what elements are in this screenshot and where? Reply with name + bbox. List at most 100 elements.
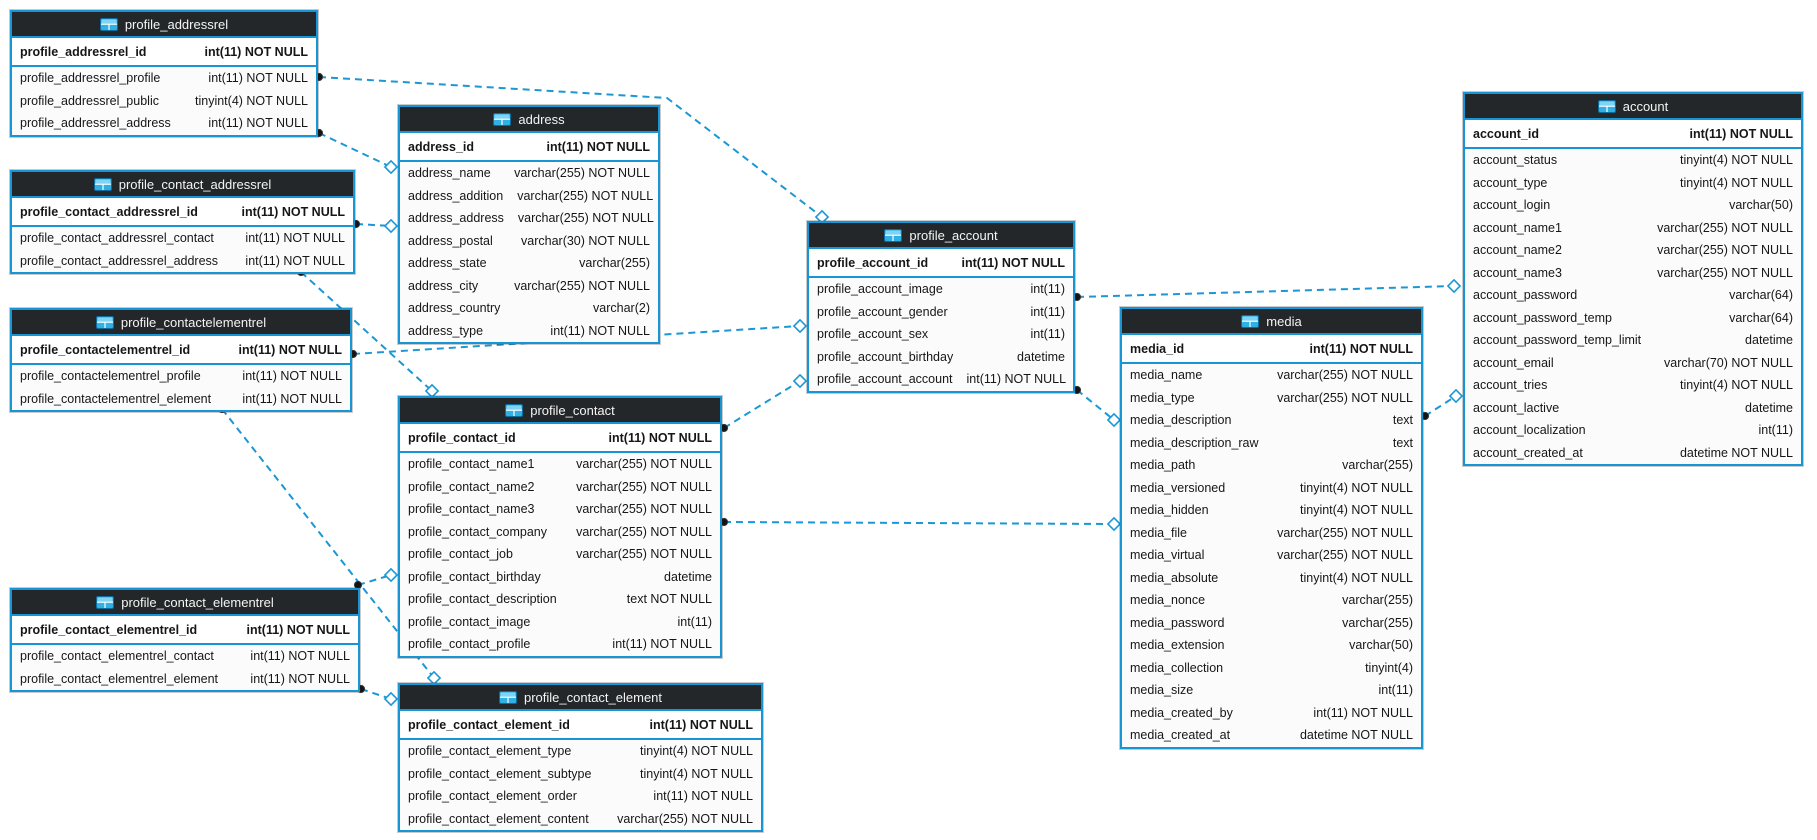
column-type: varchar(64) (1729, 310, 1793, 325)
relationship-line[interactable] (1076, 389, 1115, 421)
table-icon (95, 315, 114, 329)
relationship-endpoint-diamond (426, 670, 442, 686)
column-name: profile_contact_element_type (408, 744, 572, 759)
relationship-profile_addressrel-to-address[interactable] (314, 128, 399, 175)
relationship-line[interactable] (352, 325, 801, 355)
table-header-media[interactable]: media (1122, 309, 1421, 335)
table-header-address[interactable]: address (400, 107, 658, 133)
column-name: address_state (408, 256, 487, 271)
relationship-profile_account-to-account[interactable] (1072, 278, 1462, 302)
column-name: account_id (1473, 126, 1539, 141)
column-name: profile_contact_name2 (408, 479, 535, 494)
column-name: profile_addressrel_public (20, 93, 159, 108)
relationship-profile_contact-to-media[interactable] (719, 516, 1122, 532)
relationship-line[interactable] (318, 76, 823, 218)
table-header-profile_addressrel[interactable]: profile_addressrel (12, 12, 316, 38)
relationship-line[interactable] (318, 132, 392, 168)
column-name: media_nonce (1130, 593, 1206, 608)
column-row: profile_contact_element_type tinyint(4) N… (400, 740, 761, 763)
column-type: int(11) NOT NULL (966, 372, 1067, 387)
column-type: varchar(255) NOT NULL (1657, 265, 1793, 280)
column-type: datetime (1017, 349, 1065, 364)
column-type: tinyint(4) NOT NULL (640, 744, 753, 759)
relationship-profile_contact_elementrel-to-profile_contact_element[interactable] (356, 684, 399, 707)
column-name: account_name1 (1473, 220, 1562, 235)
column-name: profile_account_account (817, 372, 953, 387)
column-name: address_name (408, 166, 491, 181)
column-type: int(11) NOT NULL (250, 649, 350, 664)
column-name: profile_contact_company (408, 524, 547, 539)
relationship-line[interactable] (1424, 395, 1457, 417)
table-title: profile_account (909, 227, 998, 243)
column-type: varchar(255) NOT NULL (617, 811, 753, 826)
column-name: profile_contact_addressrel_id (20, 204, 198, 219)
relationship-profile_account-to-media[interactable] (1072, 385, 1122, 428)
table-profile_contact_elementrel[interactable]: profile_contact_elementrel profile_contac… (10, 588, 360, 692)
column-type: int(11) NOT NULL (1313, 705, 1413, 720)
column-name: profile_contact_id (408, 430, 516, 445)
column-type: int(11) NOT NULL (208, 71, 308, 86)
table-header-profile_contact[interactable]: profile_contact (400, 398, 720, 424)
relationship-endpoint-diamond (424, 383, 440, 399)
relationship-profile_contact_elementrel-to-profile_contact[interactable] (353, 567, 399, 590)
relationship-line[interactable] (1076, 285, 1455, 298)
relationship-line[interactable] (300, 271, 433, 392)
relationship-profile_contact-to-profile_account[interactable] (719, 373, 808, 433)
relationship-profile_contact_addressrel-to-address[interactable] (351, 218, 399, 234)
column-type: datetime (1745, 400, 1793, 415)
table-profile_contact_element[interactable]: profile_contact_element profile_contact_e… (398, 683, 763, 832)
table-header-profile_contact_elementrel[interactable]: profile_contact_elementrel (12, 590, 358, 616)
column-type: text (1392, 413, 1413, 428)
column-type: varchar(255) (579, 256, 650, 271)
table-profile_contact_addressrel[interactable]: profile_contact_addressrel profile_contac… (10, 170, 355, 274)
relationship-line[interactable] (723, 380, 801, 429)
column-type: varchar(255) NOT NULL (576, 524, 712, 539)
column-type: varchar(255) NOT NULL (576, 547, 712, 562)
column-type: int(11) NOT NULL (246, 622, 350, 637)
column-type: varchar(30) NOT NULL (521, 233, 650, 248)
relationship-endpoint-diamond (792, 373, 808, 389)
relationship-media-to-account[interactable] (1420, 388, 1464, 421)
table-header-profile_contactelementrel[interactable]: profile_contactelementrel (12, 310, 350, 336)
column-name: profile_contact_name1 (408, 457, 535, 472)
relationship-profile_contactelementrel-to-profile_account[interactable] (348, 318, 808, 359)
relationship-line[interactable] (221, 408, 435, 679)
table-header-profile_account[interactable]: profile_account (809, 223, 1073, 249)
relationship-line[interactable] (723, 521, 1115, 525)
column-name: account_login (1473, 198, 1551, 213)
table-header-account[interactable]: account (1465, 94, 1801, 120)
table-title: media (1266, 313, 1302, 329)
column-type: varchar(64) (1729, 288, 1793, 303)
column-name: profile_contact_addressrel_address (20, 253, 219, 268)
relationship-profile_addressrel-to-profile_account[interactable] (314, 72, 830, 225)
column-type: varchar(255) (1342, 615, 1413, 630)
table-header-profile_contact_element[interactable]: profile_contact_element (400, 685, 761, 711)
table-icon (498, 690, 517, 704)
table-header-profile_contact_addressrel[interactable]: profile_contact_addressrel (12, 172, 353, 198)
